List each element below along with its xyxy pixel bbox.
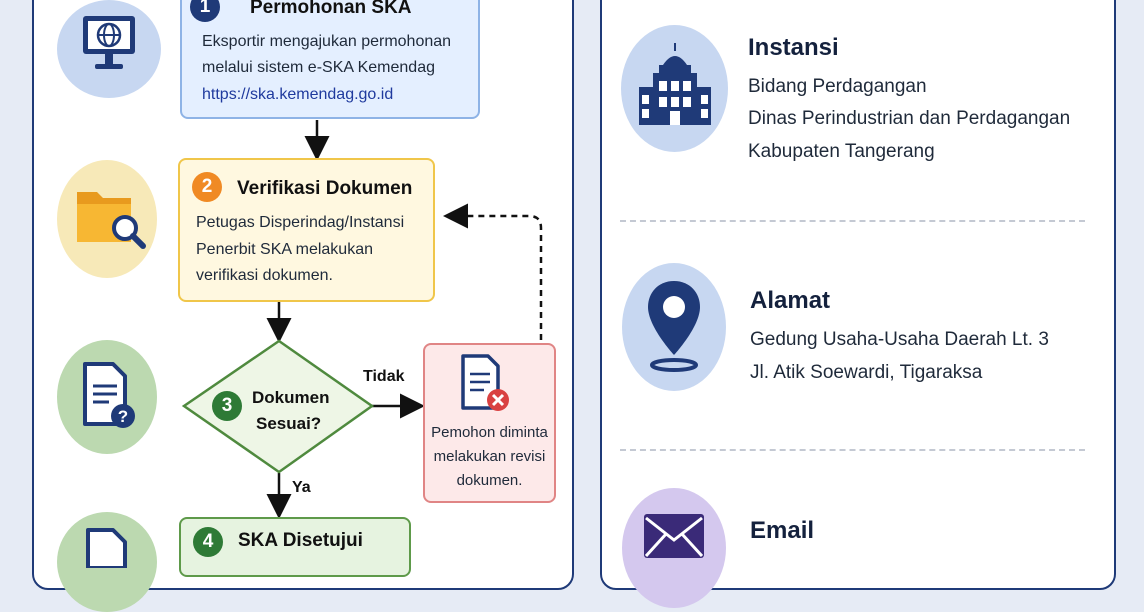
document-icon — [86, 528, 127, 568]
flow-connectors — [181, 120, 543, 519]
alamat-icon-circle — [622, 263, 726, 391]
step1-icon-circle — [57, 0, 161, 98]
step1-link[interactable]: https://ska.kemendag.go.id — [202, 86, 394, 103]
government-building-icon — [639, 43, 711, 125]
step2-title: Verifikasi Dokumen — [237, 178, 413, 199]
step4-title: SKA Disetujui — [238, 530, 363, 551]
document-question-icon: ? — [83, 362, 135, 428]
decision-diamond — [181, 339, 375, 474]
instansi-line3: Kabupaten Tangerang — [748, 141, 935, 162]
email-icon-circle — [622, 488, 726, 608]
step1-desc-line2: melalui sistem e-SKA Kemendag — [202, 59, 435, 76]
reject-desc-line2: melakukan revisi — [433, 448, 546, 465]
email-title: Email — [750, 517, 815, 544]
step4-badge: 4 — [193, 527, 223, 557]
step3-title-line1: Dokumen — [252, 388, 330, 407]
step2-desc-line1: Petugas Disperindag/Instansi — [196, 214, 405, 231]
step2-icon-circle — [57, 160, 157, 278]
alamat-line1: Gedung Usaha-Usaha Daerah Lt. 3 — [750, 329, 1049, 350]
instansi-icon-circle — [621, 25, 728, 152]
alamat-title: Alamat — [750, 287, 831, 314]
instansi-title: Instansi — [748, 34, 839, 61]
computer-globe-icon — [83, 16, 135, 69]
document-reject-icon — [461, 354, 509, 411]
separator-1 — [620, 220, 1085, 222]
step1-title: Permohonan SKA — [250, 0, 412, 18]
envelope-icon — [644, 514, 704, 558]
step3-title-line2: Sesuai? — [256, 414, 322, 433]
step3-icon-circle: ? — [57, 340, 157, 454]
decision-yes-label: Ya — [292, 479, 311, 496]
location-pin-icon — [648, 281, 700, 372]
alamat-line2: Jl. Atik Soewardi, Tigaraksa — [750, 362, 983, 383]
step1-badge: 1 — [190, 0, 220, 22]
folder-search-icon — [77, 192, 146, 249]
svg-text:?: ? — [118, 407, 128, 426]
separator-2 — [620, 449, 1085, 451]
decision-no-label: Tidak — [363, 368, 405, 385]
step4-icon-circle — [57, 512, 157, 612]
step2-desc-line2: Penerbit SKA melakukan — [196, 241, 373, 258]
step1-box — [180, 0, 480, 119]
step1-desc-line1: Eksportir mengajukan permohonan — [202, 33, 452, 50]
arrow-reject-back-to-step2 — [443, 203, 543, 340]
instansi-line2: Dinas Perindustrian dan Perdagangan — [748, 108, 1071, 129]
step2-badge: 2 — [192, 172, 222, 202]
step3-badge: 3 — [212, 391, 242, 421]
instansi-line1: Bidang Perdagangan — [748, 76, 927, 97]
reject-desc-line3: dokumen. — [456, 472, 523, 489]
reject-desc-line1: Pemohon diminta — [431, 424, 548, 441]
step2-desc-line3: verifikasi dokumen. — [196, 267, 333, 284]
